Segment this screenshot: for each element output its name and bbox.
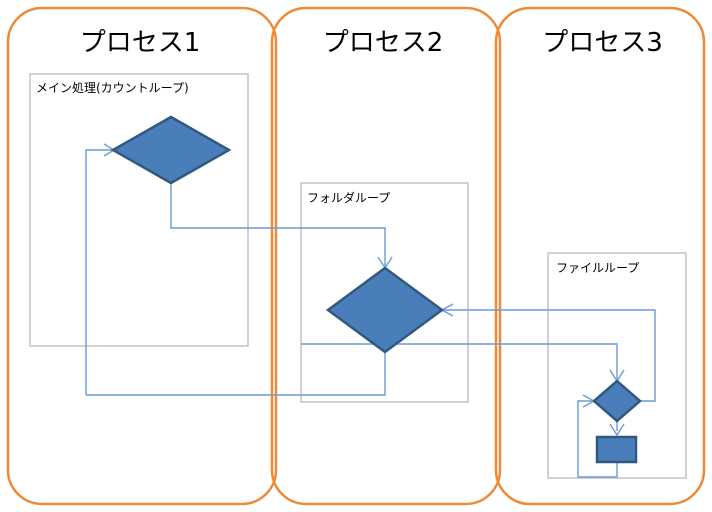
swimlane-process-2[interactable] bbox=[270, 6, 502, 506]
decision-count-loop[interactable] bbox=[110, 115, 232, 185]
connector-file-loop-back bbox=[577, 400, 618, 478]
connector-folder-to-return bbox=[86, 352, 386, 396]
shape-group bbox=[110, 115, 642, 464]
group-label-file-loop: ファイルループ bbox=[556, 261, 640, 275]
process-file-action[interactable] bbox=[595, 435, 638, 464]
group-label-folder-loop: フォルダループ bbox=[307, 191, 391, 205]
swimlane-title-process-2: プロセス2 bbox=[322, 28, 444, 58]
connector-file-to-folder-return bbox=[444, 309, 656, 402]
connector-count-to-folder bbox=[170, 183, 386, 266]
swimlane-title-process-1: プロセス1 bbox=[79, 28, 201, 58]
swimlane-title-process-3: プロセス3 bbox=[542, 28, 663, 58]
group-label-main-loop: メイン処理(カウントループ) bbox=[36, 81, 189, 95]
group-box-main-loop[interactable] bbox=[29, 73, 249, 347]
group-box-group bbox=[29, 73, 687, 479]
connector-count-loop-back bbox=[85, 149, 113, 395]
decision-folder-loop[interactable] bbox=[325, 266, 445, 354]
connector-folder-to-file-entry bbox=[301, 343, 618, 379]
connector-group bbox=[85, 143, 656, 478]
connector-file-to-action-arrowhead bbox=[609, 423, 625, 437]
swimlane-process-3[interactable] bbox=[494, 6, 706, 506]
decision-file-loop[interactable] bbox=[592, 379, 642, 423]
